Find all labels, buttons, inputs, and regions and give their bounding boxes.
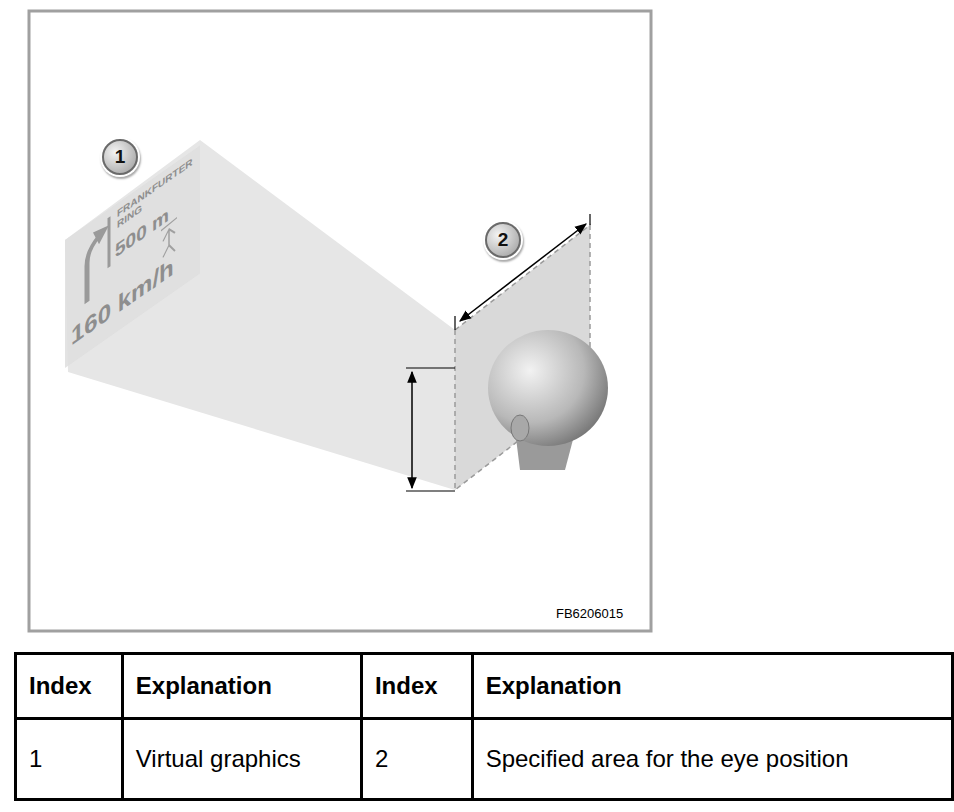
figure-code: FB6206015: [556, 606, 623, 621]
callout-number: 1: [102, 139, 138, 175]
extension-line: [589, 214, 590, 225]
table-text: Virtual graphics: [136, 745, 301, 772]
dimension-width: [460, 224, 586, 321]
table-cell: Explanation: [472, 654, 952, 719]
table-header: Index: [29, 672, 92, 699]
extension-line: [406, 367, 455, 368]
table-cell: Index: [16, 654, 123, 719]
legend-table: Index Explanation Index Explanation 1 Virtual…: [14, 652, 954, 801]
extension-line: [406, 490, 455, 491]
table-text: 1: [29, 745, 42, 772]
callout-number: 2: [485, 222, 521, 258]
table-cell: Index: [361, 654, 472, 719]
table-cell: 1: [16, 719, 123, 800]
table-text: Specified area for the eye position: [486, 745, 849, 772]
table-text: 2: [375, 745, 388, 772]
extension-line: [454, 316, 455, 330]
callout-text: 1: [115, 146, 126, 168]
table-header: Index: [375, 672, 438, 699]
head-figure: [488, 330, 608, 470]
dimension-height: [411, 372, 413, 488]
table-cell: Explanation: [122, 654, 361, 719]
table-cell: 2: [361, 719, 472, 800]
table-header: Explanation: [136, 672, 272, 699]
table-row: 1 Virtual graphics 2 Specified area for the…: [16, 719, 953, 800]
table-cell: Virtual graphics: [122, 719, 361, 800]
figure-frame: [29, 11, 651, 631]
table-cell: Specified area for the eye position: [472, 719, 952, 800]
callout-text: 2: [498, 229, 509, 251]
table-header: Explanation: [486, 672, 622, 699]
table-row: Index Explanation Index Explanation: [16, 654, 953, 719]
projection-cone: [65, 140, 455, 490]
